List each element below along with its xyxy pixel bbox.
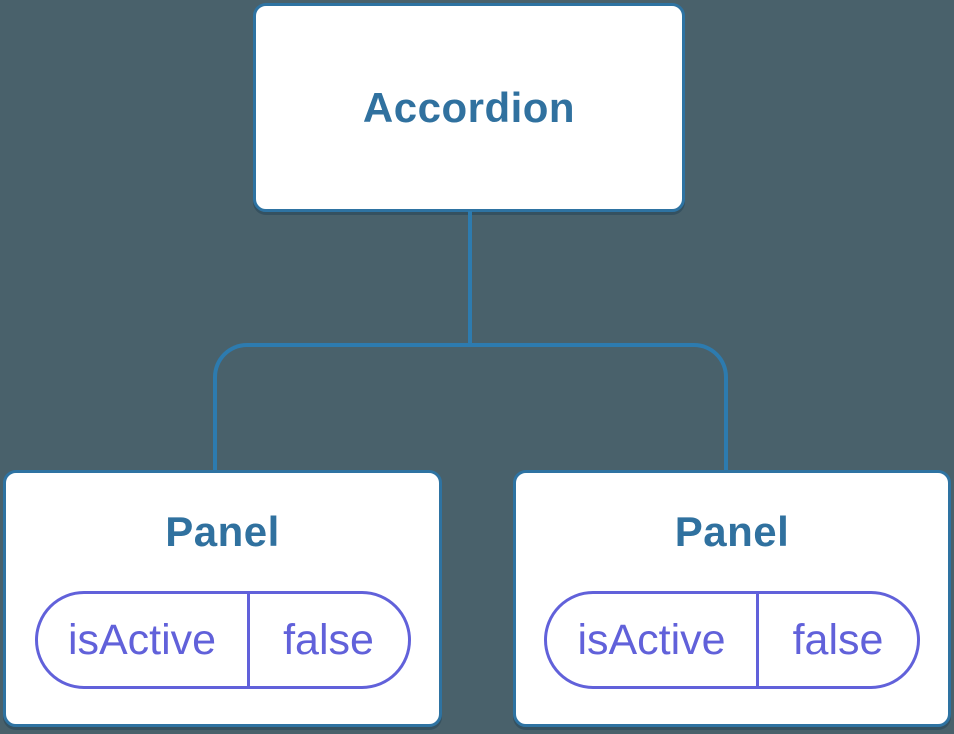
node-panel-1-label: Panel [165,508,280,555]
state-key: isActive [38,594,250,686]
connector-bracket [213,343,728,470]
connector-stem [468,211,472,345]
node-accordion: Accordion [253,3,685,212]
node-panel-2: Panel isActive false [513,470,951,727]
state-pill: isActive false [34,591,411,689]
state-pill: isActive false [544,591,920,689]
state-value: false [792,615,884,664]
node-accordion-label: Accordion [362,83,576,131]
state-value: false [283,615,374,664]
state-key: isActive [547,594,760,686]
node-panel-2-label: Panel [674,508,790,555]
node-panel-1: Panel isActive false [3,470,442,727]
